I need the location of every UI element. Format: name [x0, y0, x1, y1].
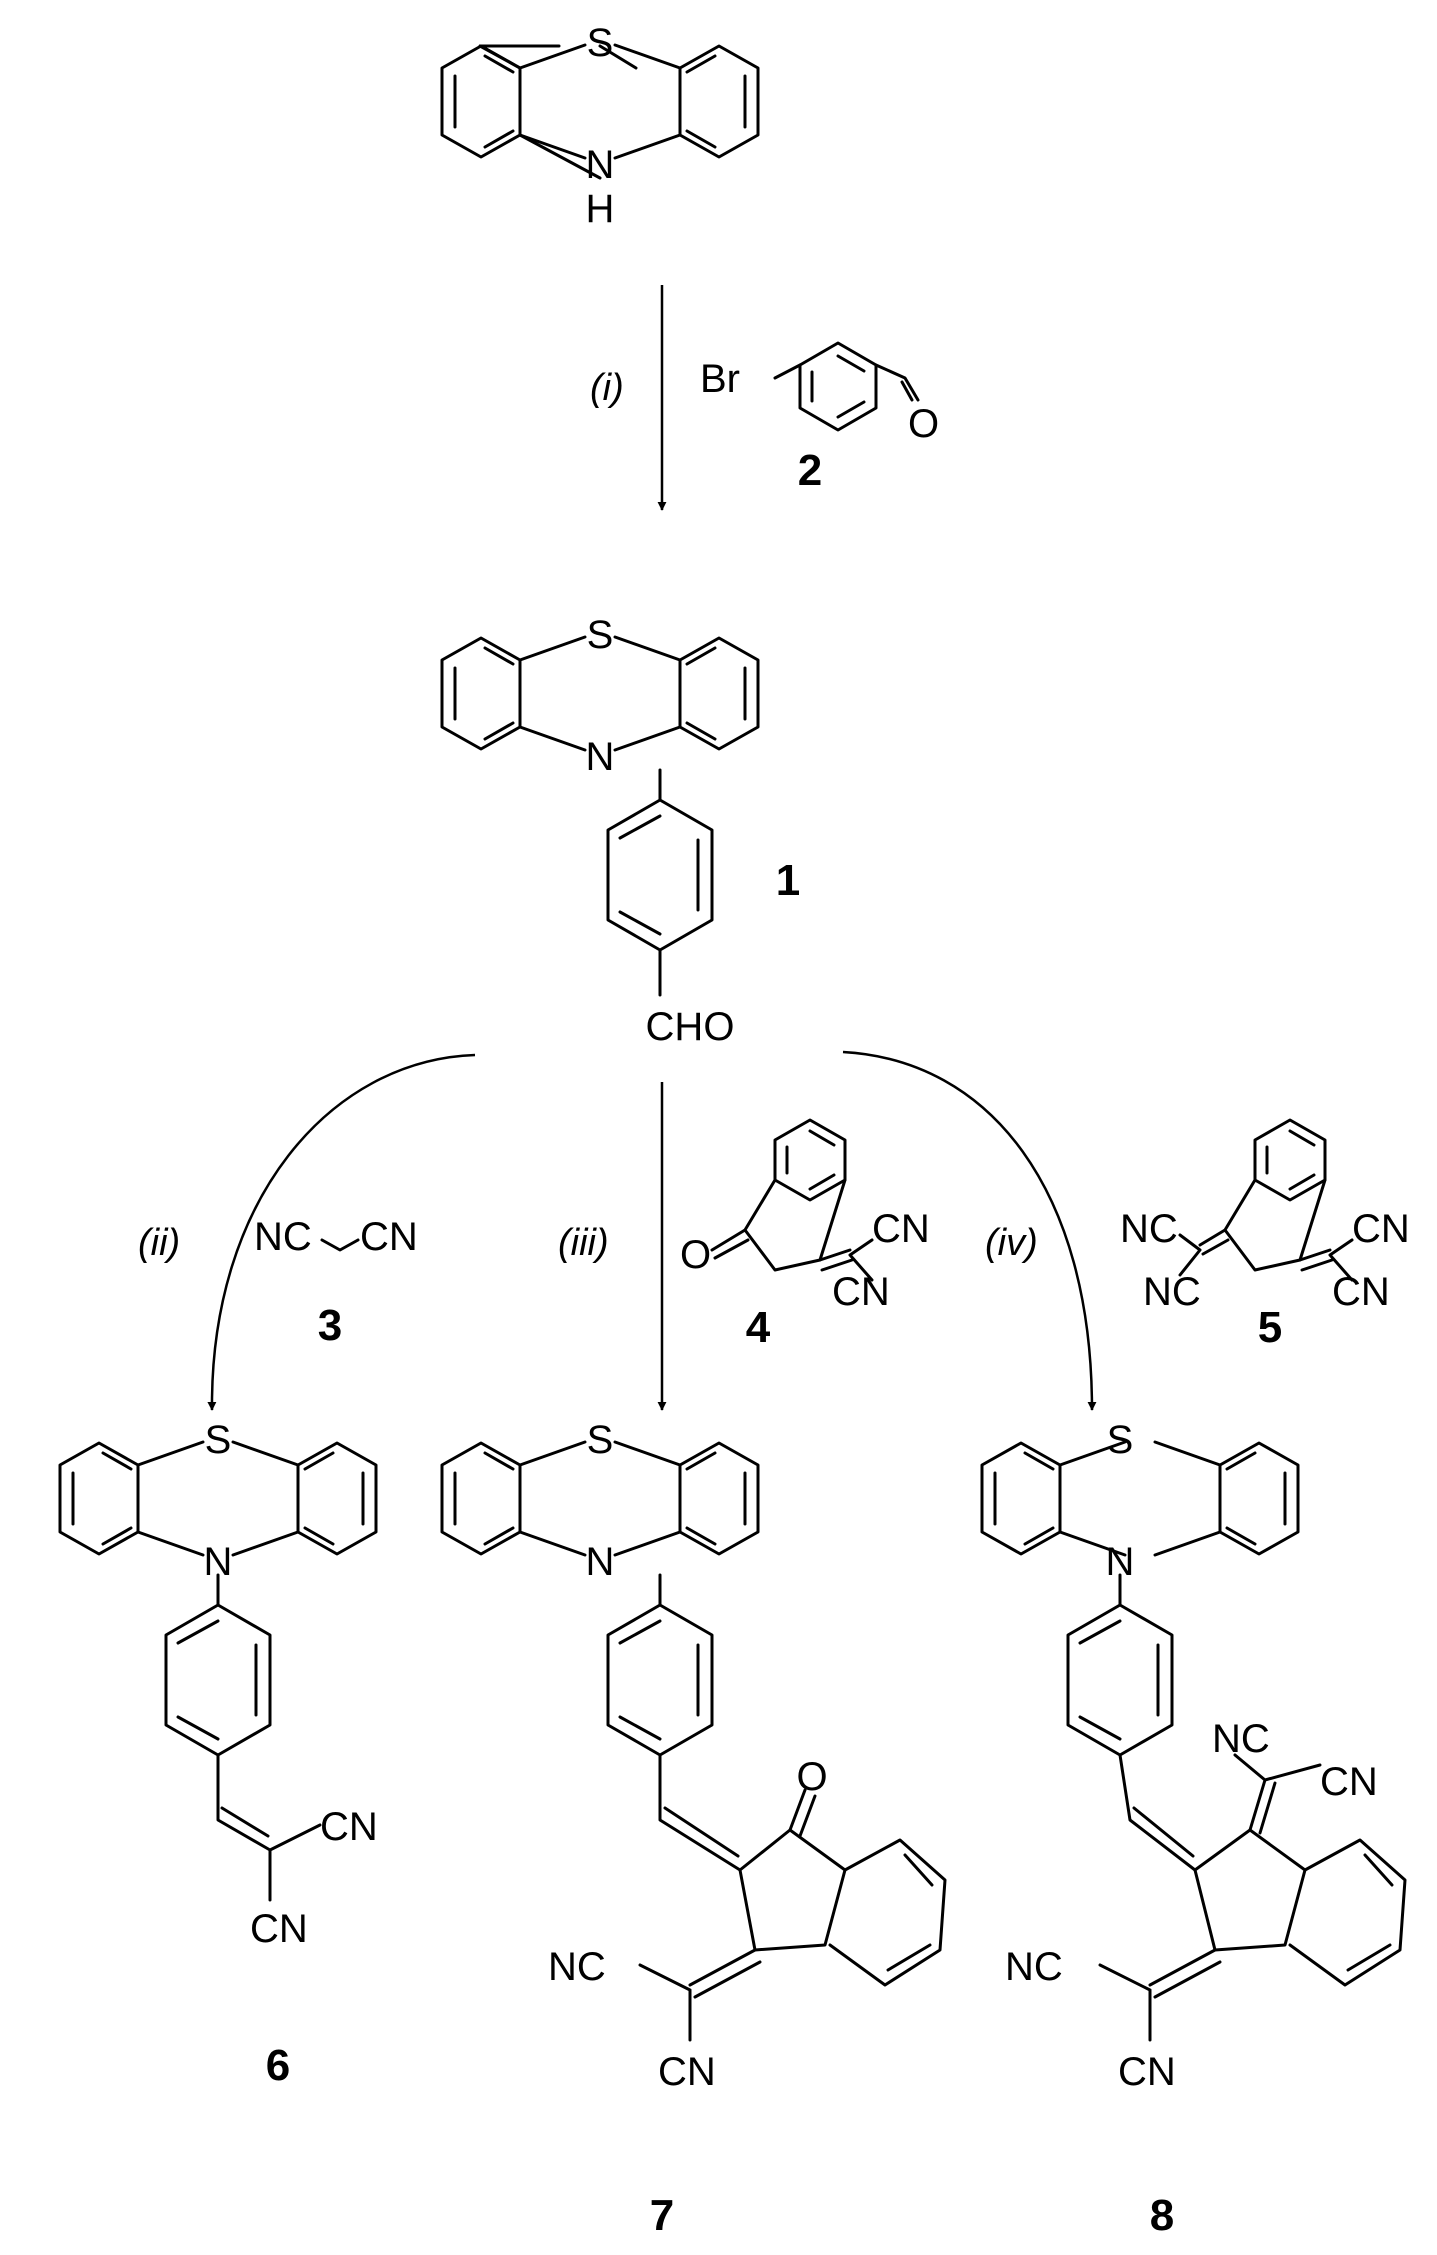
compound-8-structure	[980, 1440, 1407, 2042]
nitrile-group: CN	[1118, 2050, 1176, 2094]
compound-1-structure	[440, 635, 760, 997]
sulfur-atom: S	[587, 21, 614, 65]
nitrile-group: NC	[1212, 1717, 1270, 1761]
compound-2-structure	[773, 341, 920, 432]
compound-7-label: 7	[650, 2191, 674, 2240]
oxygen-atom: O	[680, 1233, 711, 1277]
nitrile-group: NC	[1120, 1207, 1178, 1251]
compound-3-label: 3	[318, 1301, 342, 1350]
oxygen-atom: O	[908, 402, 939, 446]
condition-label-ii: (ii)	[138, 1222, 180, 1264]
nitrile-group: CN	[872, 1207, 930, 1251]
nitrile-group: CN	[250, 1907, 308, 1951]
condition-label-iii: (iii)	[558, 1222, 609, 1264]
compound-6-structure	[58, 1440, 378, 1902]
oxygen-atom: O	[796, 1755, 827, 1799]
nitrogen-atom: N	[586, 143, 615, 187]
reaction-arrow-ii	[207, 1053, 476, 1411]
sulfur-atom: S	[205, 1418, 232, 1462]
nitrile-group: CN	[1332, 1270, 1390, 1314]
compound-6-label: 6	[266, 2041, 290, 2090]
compound-5-label: 5	[1258, 1303, 1282, 1352]
nitrile-group: CN	[658, 2050, 716, 2094]
nitrile-group: NC	[548, 1945, 606, 1989]
compound-2-label: 2	[798, 446, 822, 495]
compound-5-structure	[1178, 1118, 1354, 1282]
nitrile-group: CN	[1320, 1760, 1378, 1804]
nitrogen-atom: N	[586, 735, 615, 779]
nitrogen-atom: N	[586, 1540, 615, 1584]
compound-7-structure	[440, 1440, 947, 2042]
nitrile-group: CN	[832, 1270, 890, 1314]
nitrile-group: NC	[1005, 1945, 1063, 1989]
compound-1-label: 1	[776, 856, 800, 905]
nitrogen-atom: N	[204, 1540, 233, 1584]
bromine-atom: Br	[700, 357, 740, 401]
reaction-arrow-iv	[842, 1050, 1097, 1411]
nitrile-group: CN	[320, 1805, 378, 1849]
nitrile-group: CN	[1352, 1207, 1410, 1251]
aldehyde-group: CHO	[646, 1005, 735, 1049]
compound-3-structure	[320, 1238, 360, 1252]
phenothiazine-structure	[440, 43, 760, 180]
nitrile-group: CN	[360, 1215, 418, 1259]
sulfur-atom: S	[587, 1418, 614, 1462]
hydrogen-atom: H	[586, 187, 615, 231]
nitrile-group: NC	[1143, 1270, 1201, 1314]
condition-label-iv: (iv)	[985, 1222, 1038, 1264]
compound-4-structure	[710, 1118, 874, 1282]
sulfur-atom: S	[1107, 1418, 1134, 1462]
compound-8-label: 8	[1150, 2191, 1174, 2240]
condition-label-i: (i)	[590, 367, 624, 409]
nitrogen-atom: N	[1106, 1540, 1135, 1584]
nitrile-group: NC	[254, 1215, 312, 1259]
sulfur-atom: S	[587, 613, 614, 657]
compound-4-label: 4	[746, 1303, 771, 1352]
